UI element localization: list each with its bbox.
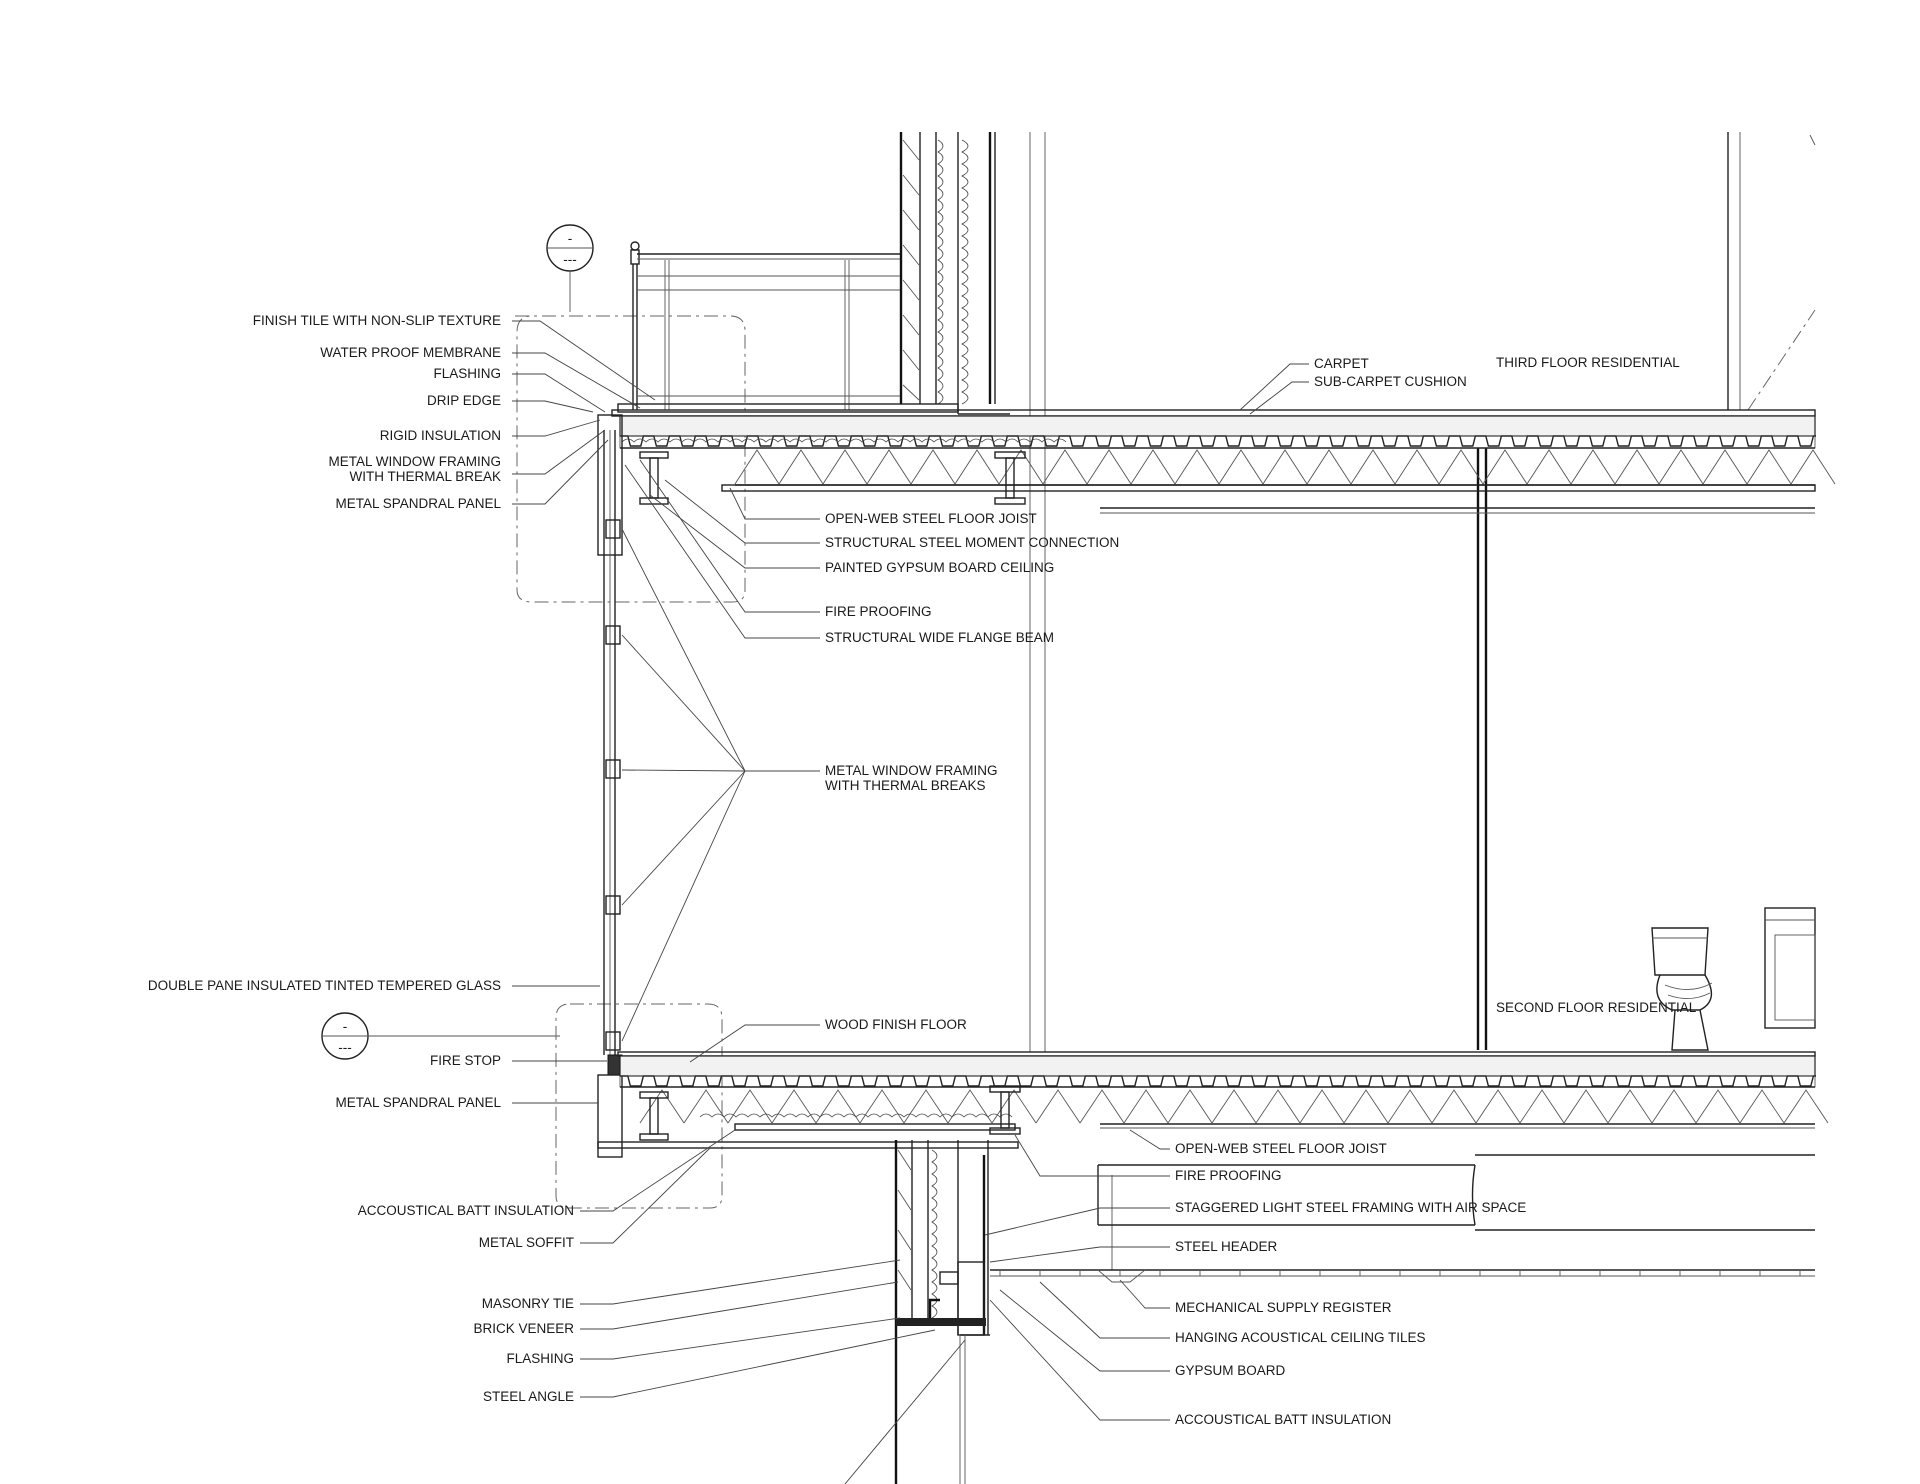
label-double-pane-glass: DOUBLE PANE INSULATED TINTED TEMPERED GL…	[148, 978, 501, 993]
label-wood-finish-floor: WOOD FINISH FLOOR	[825, 1017, 967, 1032]
label-hanging-ceiling-tiles: HANGING ACOUSTICAL CEILING TILES	[1175, 1330, 1426, 1345]
label-sub-carpet-cushion: SUB-CARPET CUSHION	[1314, 374, 1467, 389]
section-marker-lower-bottom: ---	[338, 1040, 352, 1055]
section-marker-lower: - ---	[321, 1003, 723, 1209]
label-staggered-framing: STAGGERED LIGHT STEEL FRAMING WITH AIR S…	[1175, 1200, 1526, 1215]
label-open-web-joist-upper: OPEN-WEB STEEL FLOOR JOIST	[825, 511, 1037, 526]
label-rigid-insulation: RIGID INSULATION	[380, 428, 501, 443]
label-moment-connection: STRUCTURAL STEEL MOMENT CONNECTION	[825, 535, 1119, 550]
label-metal-spandral-panel-upper: METAL SPANDRAL PANEL	[335, 496, 501, 511]
toilet-fixture	[1651, 927, 1713, 1051]
label-flashing-lower: FLASHING	[506, 1351, 574, 1366]
top-callouts: CARPET SUB-CARPET CUSHION	[1239, 356, 1467, 415]
label-gypsum-board: GYPSUM BOARD	[1175, 1363, 1286, 1378]
ceiling-below	[990, 1154, 1815, 1283]
label-fire-proofing-upper: FIRE PROOFING	[825, 604, 932, 619]
second-floor-assembly	[597, 1051, 1829, 1149]
label-open-web-joist-lower: OPEN-WEB STEEL FLOOR JOIST	[1175, 1141, 1387, 1156]
label-accoustical-batt-left: ACCOUSTICAL BATT INSULATION	[358, 1203, 574, 1218]
label-accoustical-batt-right: ACCOUSTICAL BATT INSULATION	[1175, 1412, 1391, 1427]
wide-flange-beam-lower	[639, 1085, 1021, 1141]
interior-partitions	[1029, 132, 1816, 1052]
lower-exterior-wall	[894, 1140, 990, 1484]
label-metal-spandral-panel-lower: METAL SPANDRAL PANEL	[335, 1095, 501, 1110]
middle-callouts: OPEN-WEB STEEL FLOOR JOIST STRUCTURAL ST…	[621, 459, 1119, 1063]
section-marker-lower-top: -	[343, 1019, 348, 1034]
label-steel-angle: STEEL ANGLE	[483, 1389, 574, 1404]
label-with-thermal-break: WITH THERMAL BREAK	[349, 469, 501, 484]
label-flashing-upper: FLASHING	[433, 366, 501, 381]
label-mechanical-supply-register: MECHANICAL SUPPLY REGISTER	[1175, 1300, 1392, 1315]
left-callouts: FINISH TILE WITH NON-SLIP TEXTURE WATER …	[148, 313, 936, 1404]
label-fire-proofing-lower: FIRE PROOFING	[1175, 1168, 1282, 1183]
label-masonry-tie: MASONRY TIE	[482, 1296, 574, 1311]
third-floor-room-label: THIRD FLOOR RESIDENTIAL	[1496, 355, 1680, 370]
balcony-railing	[617, 241, 959, 413]
label-waterproof-membrane: WATER PROOF MEMBRANE	[320, 345, 501, 360]
bottom-callouts: OPEN-WEB STEEL FLOOR JOIST FIRE PROOFING…	[844, 1129, 1526, 1484]
label-finish-tile: FINISH TILE WITH NON-SLIP TEXTURE	[253, 313, 501, 328]
label-painted-gypsum-ceiling: PAINTED GYPSUM BOARD CEILING	[825, 560, 1054, 575]
wide-flange-beam-upper	[639, 451, 1026, 505]
label-metal-window-framing-breaks: METAL WINDOW FRAMING	[825, 763, 998, 778]
label-metal-soffit: METAL SOFFIT	[479, 1235, 574, 1250]
section-marker-upper-top: -	[568, 231, 573, 246]
label-with-thermal-breaks: WITH THERMAL BREAKS	[825, 778, 986, 793]
label-fire-stop: FIRE STOP	[430, 1053, 501, 1068]
upper-exterior-wall	[899, 132, 1031, 415]
curtain-wall	[597, 414, 623, 1158]
section-marker-upper-bottom: ---	[563, 252, 577, 267]
label-drip-edge: DRIP EDGE	[427, 393, 501, 408]
label-brick-veneer: BRICK VENEER	[473, 1321, 574, 1336]
label-carpet: CARPET	[1314, 356, 1369, 371]
section-marker-upper: - ---	[515, 224, 746, 603]
label-steel-header: STEEL HEADER	[1175, 1239, 1278, 1254]
second-floor-room-label: SECOND FLOOR RESIDENTIAL	[1496, 1000, 1697, 1015]
vanity-fixture	[1764, 907, 1816, 1029]
label-wide-flange-beam: STRUCTURAL WIDE FLANGE BEAM	[825, 630, 1054, 645]
third-floor-assembly	[611, 409, 1836, 514]
label-metal-window-framing: METAL WINDOW FRAMING	[329, 454, 502, 469]
